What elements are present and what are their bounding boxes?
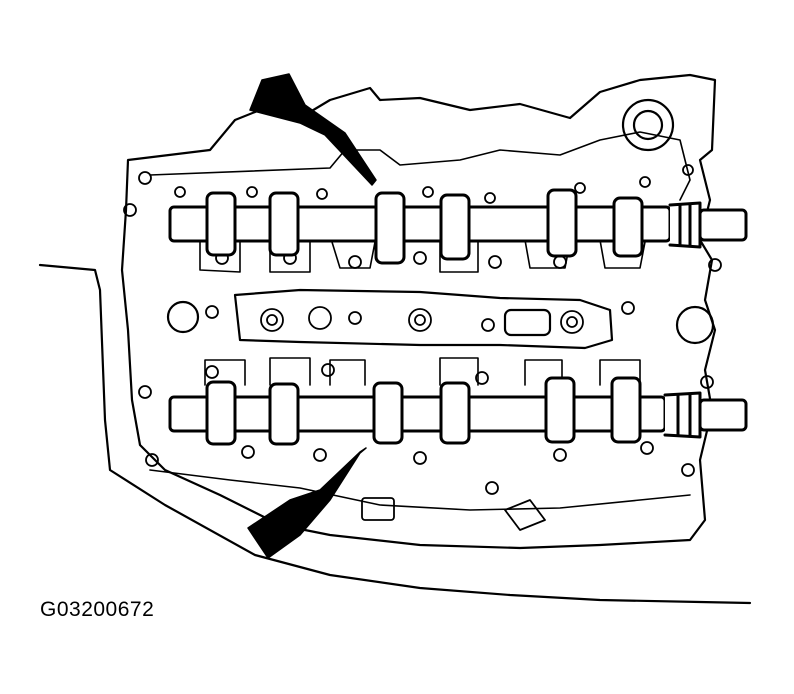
cam-lobe bbox=[205, 380, 237, 446]
head-lower-inner bbox=[149, 469, 691, 511]
camshaft-collar bbox=[668, 201, 702, 249]
camshaft-shaft bbox=[168, 395, 667, 433]
cam-lobe bbox=[610, 376, 642, 444]
lower-bracket bbox=[361, 497, 395, 521]
gallery-slot bbox=[503, 308, 552, 337]
intake-camshaft bbox=[168, 188, 748, 265]
cam-lobe bbox=[205, 191, 237, 257]
left-boss bbox=[166, 300, 200, 334]
head-inner-outline bbox=[149, 131, 691, 201]
cam-lobe bbox=[439, 193, 471, 261]
body-outline bbox=[38, 263, 752, 605]
lower-bracket-2 bbox=[504, 499, 546, 531]
upper-right-boss bbox=[621, 98, 675, 152]
figure-code: G03200672 bbox=[40, 598, 155, 621]
cam-lobe bbox=[439, 381, 471, 445]
cam-lobe bbox=[268, 382, 300, 446]
upper-arrow bbox=[249, 73, 377, 186]
cam-lobe bbox=[268, 191, 300, 257]
spark-plug-gallery bbox=[233, 288, 614, 350]
upper-bearing-caps bbox=[199, 239, 646, 273]
spark-plug-wells bbox=[260, 306, 584, 334]
upper-right-boss-inner bbox=[632, 109, 664, 141]
cam-lobe bbox=[544, 376, 576, 444]
right-boss bbox=[675, 305, 715, 345]
camshaft-shaft bbox=[168, 205, 672, 243]
cam-lobe bbox=[374, 191, 406, 265]
camshaft-nose bbox=[698, 208, 748, 242]
camshaft-collar bbox=[663, 391, 702, 439]
lower-arrow bbox=[247, 447, 367, 559]
camshaft-nose bbox=[698, 398, 748, 432]
exhaust-camshaft bbox=[168, 376, 748, 446]
cam-lobe bbox=[612, 196, 644, 258]
cam-lobe bbox=[372, 381, 404, 445]
lower-bearing-caps bbox=[204, 357, 641, 386]
cam-lobe bbox=[546, 188, 578, 258]
